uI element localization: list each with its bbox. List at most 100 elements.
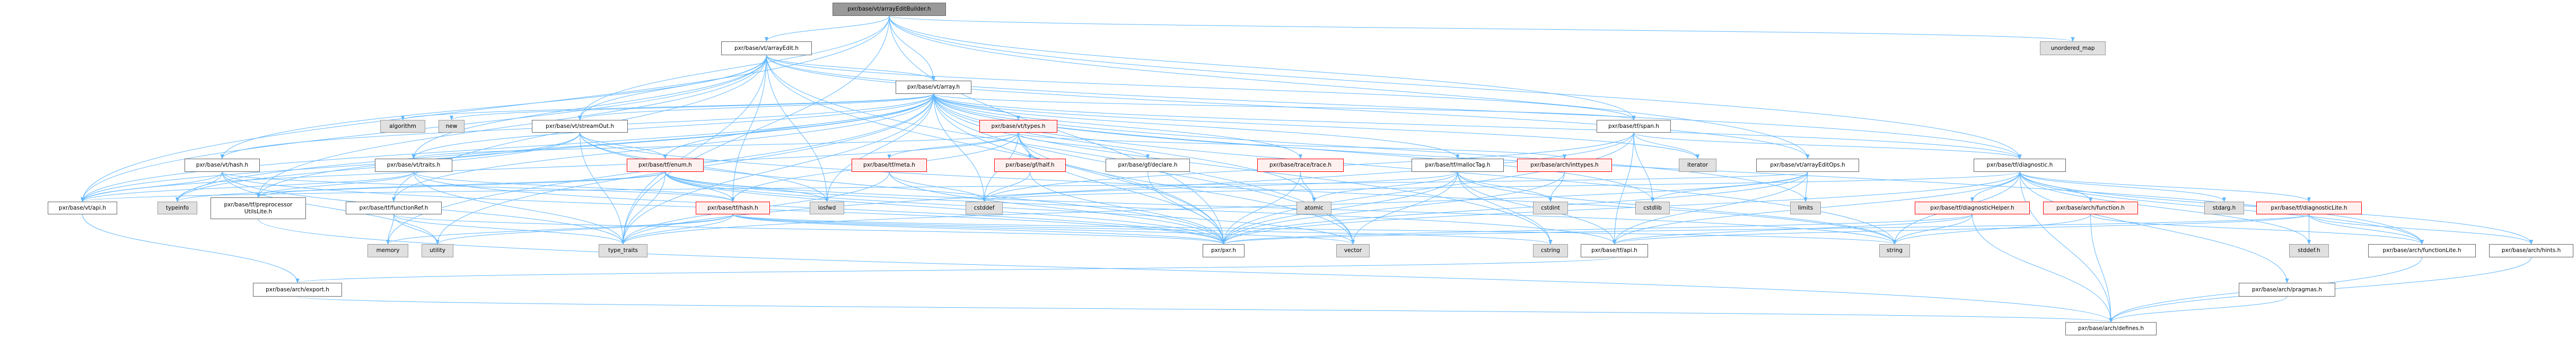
edge (1892, 214, 2091, 245)
edge (2309, 214, 2424, 245)
node-hints-h[interactable]: pxr/base/arch/hints.h (2489, 244, 2573, 257)
edge (732, 214, 1896, 245)
node-atomic[interactable]: atomic (1296, 202, 1331, 214)
edge (393, 214, 625, 245)
edge (80, 15, 890, 202)
node-inttypes-h[interactable]: pxr/base/arch/inttypes.h (1517, 159, 1612, 172)
edge (578, 93, 934, 120)
edge (1222, 171, 1808, 245)
edge (1018, 132, 1150, 159)
node-tf-hash-h[interactable]: pxr/base/tf/hash.h (696, 202, 770, 214)
node-typeinfo[interactable]: typeinfo (157, 202, 197, 214)
edge (1018, 132, 1355, 245)
edge (81, 93, 934, 202)
node-limits[interactable]: limits (1790, 202, 1821, 214)
edge (411, 132, 1019, 159)
edge (577, 15, 890, 120)
edge (2309, 214, 2533, 245)
edge (621, 55, 767, 245)
edge (665, 171, 735, 202)
edge (81, 171, 414, 202)
node-diagnosticHelper-h[interactable]: pxr/base/tf/diagnosticHelper.h (1915, 202, 2030, 214)
edge (258, 219, 2113, 323)
node-enum-h[interactable]: pxr/base/tf/enum.h (627, 159, 704, 172)
node-utility[interactable]: utility (422, 244, 453, 257)
node-iosfwd[interactable]: iosfwd (810, 202, 844, 214)
node-preprocessorUtilsLite-h[interactable]: pxr/base/tf/preprocessor UtilsLite.h (211, 197, 306, 219)
edge (411, 55, 767, 159)
edge (663, 93, 934, 159)
node-mallocTag-h[interactable]: pxr/base/tf/mallocTag.h (1412, 159, 1504, 172)
node-declare-h[interactable]: pxr/base/gf/declare.h (1106, 159, 1190, 172)
edge (621, 93, 934, 245)
edge (2019, 171, 2226, 202)
node-vt-types-h[interactable]: pxr/base/vt/types.h (979, 120, 1057, 133)
node-span-h[interactable]: pxr/base/tf/span.h (1597, 120, 1671, 133)
node-vt-api-h[interactable]: pxr/base/vt/api.h (48, 202, 117, 214)
edge (2019, 171, 2311, 202)
edge (1222, 171, 2020, 245)
edge (176, 93, 934, 202)
edge (766, 55, 2022, 159)
edge (889, 15, 1636, 120)
node-stdarg-h[interactable]: stdarg.h (2204, 202, 2244, 214)
node-export-h[interactable]: pxr/base/arch/export.h (253, 283, 342, 297)
node-arrayEditBuilder-h[interactable]: pxr/base/vt/arrayEditBuilder.h (833, 3, 946, 16)
edge (732, 214, 1355, 245)
edge (665, 171, 829, 202)
edge (222, 171, 735, 202)
edge (256, 171, 665, 198)
node-half-h[interactable]: pxr/base/gf/half.h (994, 159, 1066, 172)
edge (766, 55, 1226, 245)
edge (982, 171, 1458, 202)
node-cstring[interactable]: cstring (1533, 244, 1568, 257)
edge (933, 93, 986, 202)
node-arch-function-h[interactable]: pxr/base/arch/function.h (2043, 202, 2138, 214)
edge (764, 15, 890, 42)
node-arrayEdit-h[interactable]: pxr/base/vt/arrayEdit.h (721, 41, 812, 55)
node-diagnosticLite-h[interactable]: pxr/base/tf/diagnosticLite.h (2256, 202, 2362, 214)
edge (81, 132, 580, 202)
edge (621, 214, 733, 245)
node-trace-h[interactable]: pxr/base/trace/trace.h (1257, 159, 1344, 172)
edge (577, 55, 767, 120)
node-meta-h[interactable]: pxr/base/tf/meta.h (852, 159, 927, 172)
node-defines-h[interactable]: pxr/base/arch/defines.h (2065, 322, 2157, 335)
node-arrayEditOps-h[interactable]: pxr/base/vt/arrayEditOps.h (1756, 159, 1859, 172)
node-memory[interactable]: memory (367, 244, 408, 257)
edge (176, 171, 665, 202)
edge (1633, 132, 2022, 159)
node-traits-h[interactable]: pxr/base/vt/traits.h (375, 159, 452, 172)
node-type-traits[interactable]: type_traits (599, 244, 647, 257)
edge (1030, 171, 1226, 245)
edge (1613, 214, 1973, 245)
node-vector[interactable]: vector (1336, 244, 1370, 257)
edge (732, 214, 1225, 245)
node-stddef-h[interactable]: stddef.h (2289, 244, 2329, 257)
node-pragmas-h[interactable]: pxr/base/arch/pragmas.h (2239, 283, 2335, 297)
node-algorithm[interactable]: algorithm (380, 120, 425, 133)
edge (621, 171, 1808, 245)
node-cstdint[interactable]: cstdint (1533, 202, 1568, 214)
edge (391, 93, 934, 202)
node-streamOut-h[interactable]: pxr/base/vt/streamOut.h (532, 120, 628, 133)
node-vt-hash-h[interactable]: pxr/base/vt/hash.h (185, 159, 260, 172)
edge (393, 214, 1225, 245)
edge (413, 171, 625, 245)
node-string[interactable]: string (1879, 244, 1910, 257)
node-cstddef[interactable]: cstddef (966, 202, 1003, 214)
node-functionRef-h[interactable]: pxr/base/tf/functionRef.h (346, 202, 442, 214)
edge (933, 93, 2022, 159)
edge (82, 214, 300, 283)
node-diagnostic-h[interactable]: pxr/base/tf/diagnostic.h (1974, 159, 2066, 172)
node-functionLite-h[interactable]: pxr/base/arch/functionLite.h (2368, 244, 2476, 257)
edge (933, 93, 1636, 120)
node-unordered-map[interactable]: unordered_map (2040, 41, 2106, 55)
edge (933, 93, 1460, 159)
node-iterator[interactable]: iterator (1679, 159, 1716, 172)
node-cstdlib[interactable]: cstdlib (1635, 202, 1670, 214)
node-tf-api-h[interactable]: pxr/base/tf/api.h (1581, 244, 1648, 257)
node-array-h[interactable]: pxr/base/vt/array.h (896, 81, 971, 94)
node-new[interactable]: new (439, 120, 465, 133)
node-pxr-h[interactable]: pxr/pxr.h (1203, 244, 1245, 257)
